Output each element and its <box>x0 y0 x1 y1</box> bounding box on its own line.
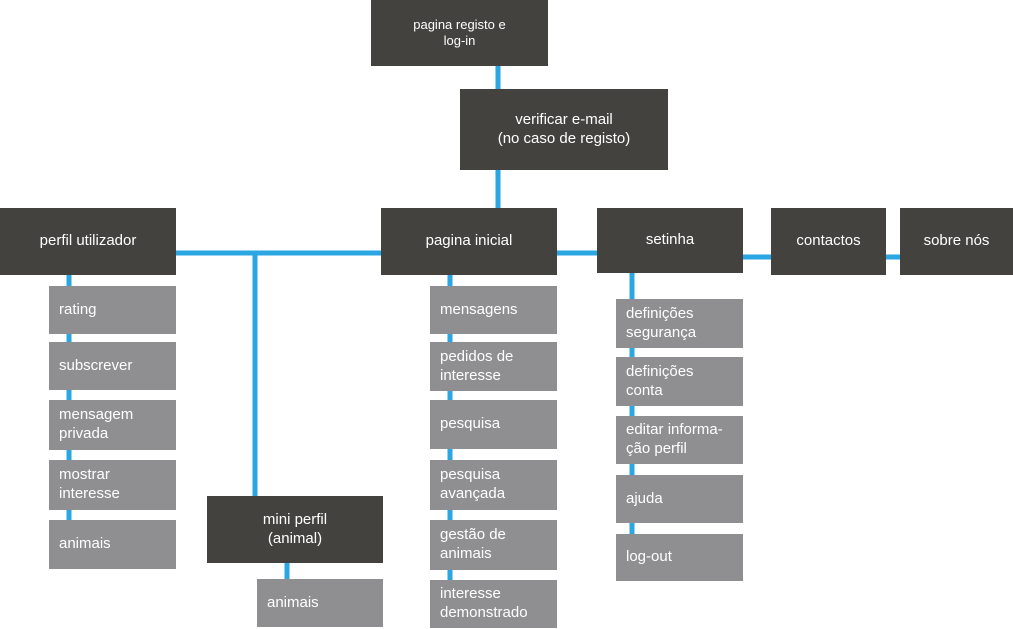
node-user-profile: perfil utilizador <box>0 208 176 275</box>
home-item-animal-management: gestão de animais <box>430 520 557 570</box>
profile-item-animals: animais <box>49 520 176 569</box>
mini-profile-item-animals: animais <box>257 579 383 627</box>
profile-item-rating: rating <box>49 286 176 334</box>
home-item-interest-requests: pedidos de interesse <box>430 342 557 391</box>
profile-item-private-message: mensagem privada <box>49 400 176 450</box>
arrow-item-logout: log-out <box>616 534 743 581</box>
node-login: pagina registo e log-in <box>371 0 548 66</box>
node-about: sobre nós <box>900 208 1013 275</box>
arrow-item-help: ajuda <box>616 475 743 523</box>
arrow-item-security-settings: definições segurança <box>616 299 743 348</box>
home-item-messages: mensagens <box>430 286 557 334</box>
home-item-shown-interest: interesse demonstrado <box>430 580 557 628</box>
node-arrow-menu: setinha <box>597 208 743 273</box>
profile-item-subscribe: subscrever <box>49 342 176 390</box>
arrow-item-edit-profile-info: editar informa- ção perfil <box>616 416 743 464</box>
node-mini-profile: mini perfil (animal) <box>207 496 383 563</box>
home-item-advanced-search: pesquisa avançada <box>430 460 557 510</box>
profile-item-show-interest: mostrar interesse <box>49 460 176 510</box>
arrow-item-account-settings: definições conta <box>616 357 743 406</box>
node-verify-email: verificar e-mail (no caso de registo) <box>460 89 668 170</box>
node-contacts: contactos <box>771 208 886 275</box>
home-item-search: pesquisa <box>430 400 557 449</box>
node-home: pagina inicial <box>381 208 557 275</box>
